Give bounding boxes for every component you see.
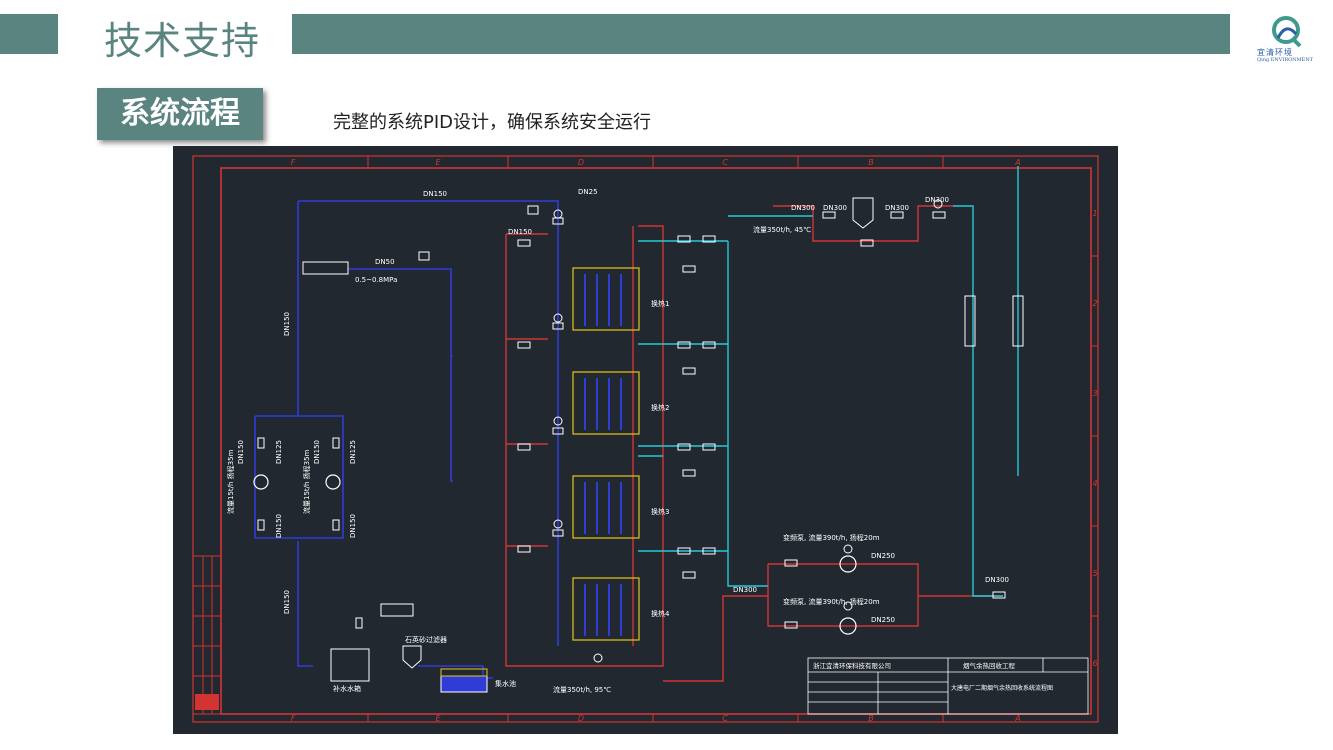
grid-row-label: 5 <box>1092 569 1097 578</box>
flow-label: 流量350t/h, 45℃ <box>753 225 811 234</box>
grid-col-label: B <box>868 158 874 167</box>
pipe-label: DN250 <box>871 616 895 624</box>
pipe-label: DN25 <box>578 188 598 196</box>
flow-label: 流量350t/h, 95℃ <box>553 685 611 694</box>
filter-label: 石英砂过滤器 <box>405 635 447 644</box>
pipe-label: DN150 <box>349 514 357 538</box>
pipe-label: DN250 <box>871 552 895 560</box>
pipe-label: DN300 <box>925 196 949 204</box>
pipe-label: DN150 <box>508 228 532 236</box>
pipe-label: DN150 <box>423 190 447 198</box>
grid-row-label: 1 <box>1092 209 1097 218</box>
hx-label: 换热2 <box>651 403 669 412</box>
hx-label: 换热4 <box>651 609 670 618</box>
pipe-label: DN50 <box>375 258 395 266</box>
logo-text: 宜清环境 <box>1257 48 1293 57</box>
tank-label: 补水水箱 <box>333 684 361 693</box>
pump-label: 流量15t/h 扬程35m <box>226 449 235 514</box>
pipe-label: DN150 <box>313 440 321 464</box>
pipe-label: DN300 <box>885 204 909 212</box>
title-block-drawing: 大唐电厂二期烟气余热回收系统流程图 <box>951 684 1053 692</box>
pipe-label: DN125 <box>349 440 357 464</box>
pid-diagram: F E D C B A F E D C B A 1 2 3 4 5 6 <box>173 146 1118 734</box>
grid-row-label: 6 <box>1092 659 1097 668</box>
header-accent-bar <box>292 14 1230 54</box>
logo-subtext: Qing ENVIRONMENT <box>1257 57 1314 63</box>
pipe-label: DN150 <box>237 440 245 464</box>
section-badge: 系统流程 <box>97 88 263 140</box>
title-block-project: 烟气余热回收工程 <box>963 661 1016 670</box>
grid-col-label: E <box>435 158 441 167</box>
title-block-company: 浙江宜清环保科技有限公司 <box>813 661 891 670</box>
grid-row-label: 3 <box>1092 389 1097 398</box>
grid-col-label: C <box>722 158 728 167</box>
pressure-label: 0.5~0.8MPa <box>355 276 397 284</box>
grid-col-label: B <box>868 714 874 723</box>
pipe-label: DN300 <box>733 586 757 594</box>
pipe-label: DN300 <box>791 204 815 212</box>
grid-col-label: A <box>1014 158 1020 167</box>
pipe-label: DN150 <box>283 312 291 336</box>
grid-row-label: 2 <box>1092 299 1097 308</box>
grid-col-label: D <box>578 158 584 167</box>
company-logo-icon <box>1258 14 1314 62</box>
pipe-label: DN300 <box>823 204 847 212</box>
pipe-label: DN150 <box>275 514 283 538</box>
pool-label: 集水池 <box>495 679 516 688</box>
grid-col-label: C <box>722 714 728 723</box>
grid-col-label: F <box>291 714 296 723</box>
grid-col-label: A <box>1014 714 1020 723</box>
pipe-label: DN125 <box>275 440 283 464</box>
header-accent-left <box>0 14 58 54</box>
page-title: 技术支持 <box>104 19 261 63</box>
pipe-label: DN150 <box>283 590 291 614</box>
pump-spec-label: 变频泵, 流量390t/h, 扬程20m <box>783 533 880 542</box>
section-title: 系统流程 <box>120 96 240 131</box>
hx-label: 换热1 <box>651 299 669 308</box>
pump-spec-label: 变频泵, 流量390t/h, 扬程20m <box>783 597 880 606</box>
pipe-label: DN300 <box>985 576 1009 584</box>
pump-label: 流量15t/h 扬程35m <box>302 449 311 514</box>
grid-col-label: F <box>291 158 296 167</box>
hx-label: 换热3 <box>651 507 669 516</box>
grid-row-label: 4 <box>1092 479 1097 488</box>
grid-col-label: E <box>435 714 441 723</box>
section-description: 完整的系统PID设计，确保系统安全运行 <box>333 112 652 133</box>
grid-col-label: D <box>578 714 584 723</box>
